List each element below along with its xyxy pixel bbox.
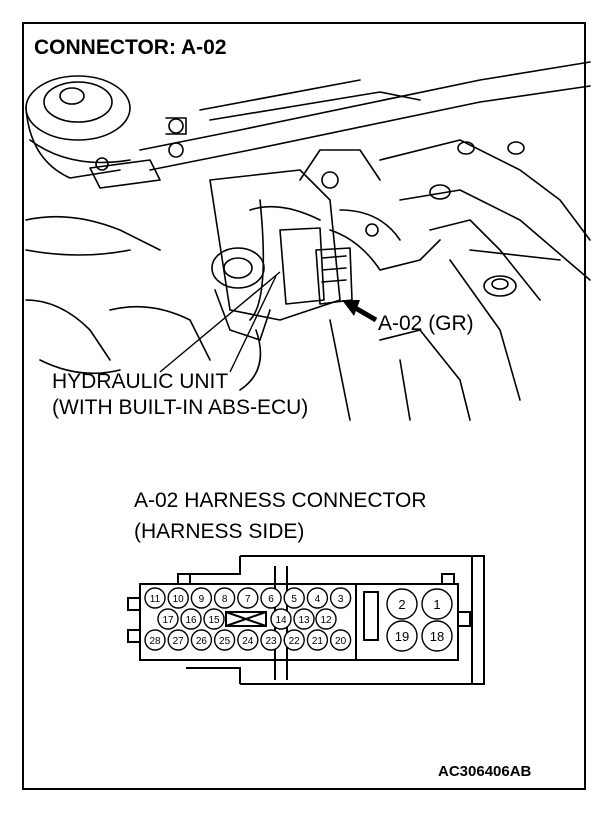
connector-pin-15 bbox=[203, 608, 225, 630]
connector-pin-label: 22 bbox=[289, 636, 301, 647]
harness-connector-title: A-02 HARNESS CONNECTOR bbox=[134, 489, 427, 512]
connector-pin-13 bbox=[293, 608, 315, 630]
hydraulic-unit-label: HYDRAULIC UNIT bbox=[52, 370, 229, 393]
connector-pin-1 bbox=[421, 588, 453, 620]
connector-pin-14 bbox=[270, 608, 292, 630]
connector-pin-22 bbox=[283, 629, 305, 651]
connector-pin-8 bbox=[213, 587, 236, 609]
connector-pin-label: 25 bbox=[219, 636, 231, 647]
connector-pin-label: 11 bbox=[150, 594, 161, 605]
connector-pin-21 bbox=[306, 629, 329, 651]
connector-pin-25 bbox=[213, 629, 236, 651]
connector-pin-6 bbox=[260, 587, 282, 609]
connector-pin-20 bbox=[329, 629, 352, 651]
connector-pin-label: 5 bbox=[291, 594, 297, 605]
connector-pin-23 bbox=[260, 629, 282, 651]
connector-pin-label: 23 bbox=[265, 636, 277, 647]
connector-pin-28 bbox=[144, 629, 166, 651]
engine-bay-illustration bbox=[25, 61, 591, 421]
connector-pin-24 bbox=[237, 629, 259, 651]
connector-pin-2 bbox=[386, 588, 418, 620]
connector-pin-label: 26 bbox=[196, 636, 208, 647]
figure-frame bbox=[22, 22, 586, 790]
connector-pin-label: 19 bbox=[395, 629, 409, 644]
connector-pin-18 bbox=[421, 620, 453, 652]
connector-pin-label: 10 bbox=[173, 594, 185, 605]
connector-pin-label: 28 bbox=[149, 636, 161, 647]
connector-pin-label: 6 bbox=[268, 594, 274, 605]
connector-pin-26 bbox=[190, 629, 213, 651]
connector-pin-label: 14 bbox=[275, 615, 287, 626]
connector-pin-10 bbox=[167, 587, 189, 609]
connector-pin-11 bbox=[144, 587, 166, 609]
connector-pin-27 bbox=[167, 629, 189, 651]
harness-connector-subtitle: (HARNESS SIDE) bbox=[134, 520, 305, 543]
connector-pin-label: 12 bbox=[320, 615, 332, 626]
connector-pin-9 bbox=[190, 587, 213, 609]
connector-pin-19 bbox=[386, 620, 418, 652]
figure-code: AC306406AB bbox=[438, 763, 532, 780]
connector-pin-label: 18 bbox=[430, 629, 444, 644]
connector-pin-label: 21 bbox=[312, 636, 324, 647]
connector-pin-label: 4 bbox=[315, 594, 321, 605]
connector-pin-7 bbox=[237, 587, 259, 609]
connector-pin-label: 8 bbox=[222, 594, 228, 605]
connector-pin-17 bbox=[157, 608, 179, 630]
connector-pin-label: 3 bbox=[338, 594, 344, 605]
connector-pin-4 bbox=[306, 587, 329, 609]
connector-pin-label: 15 bbox=[208, 615, 220, 626]
connector-pin-label: 9 bbox=[199, 594, 205, 605]
page-title: CONNECTOR: A-02 bbox=[34, 36, 227, 59]
connector-pin-label: 20 bbox=[335, 636, 347, 647]
connector-pin-label: 16 bbox=[185, 615, 197, 626]
connector-pin-label: 13 bbox=[298, 615, 310, 626]
connector-pin-label: 24 bbox=[242, 636, 254, 647]
connector-pin-5 bbox=[283, 587, 305, 609]
connector-pin-label: 1 bbox=[433, 597, 440, 612]
connector-pin-label: 17 bbox=[162, 615, 174, 626]
connector-pin-12 bbox=[315, 608, 337, 630]
connector-callout-label: A-02 (GR) bbox=[378, 312, 474, 335]
connector-pin-label: 7 bbox=[245, 594, 251, 605]
hydraulic-unit-sublabel: (WITH BUILT-IN ABS-ECU) bbox=[52, 396, 309, 419]
connector-shell bbox=[240, 555, 485, 685]
connector-pin-16 bbox=[180, 608, 202, 630]
connector-pin-label: 27 bbox=[173, 636, 185, 647]
connector-pin-3 bbox=[329, 587, 352, 609]
connector-pin-label: 2 bbox=[398, 597, 405, 612]
